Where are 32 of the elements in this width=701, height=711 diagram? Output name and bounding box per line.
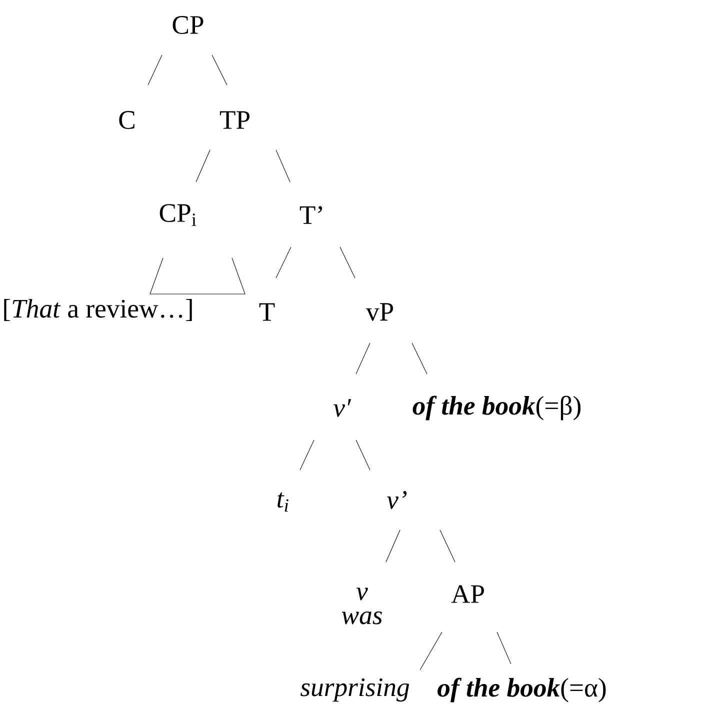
triangle-branch — [150, 258, 246, 294]
tree-label: v′ — [334, 399, 352, 417]
tree-label: v — [356, 588, 368, 600]
tree-label: [That a review…] — [4, 298, 192, 322]
branch-line — [496, 632, 512, 664]
tree-label: CP$_{i}$ — [160, 204, 196, 226]
branch-line — [356, 440, 370, 470]
branch-line — [212, 54, 228, 86]
branch-line — [386, 530, 400, 562]
branch-line — [440, 530, 456, 562]
word-label: was — [342, 611, 382, 624]
tree-label: v’ — [387, 491, 407, 509]
branch-line — [356, 342, 370, 374]
tree-label: vP — [366, 303, 394, 321]
branch-line — [340, 246, 356, 278]
tree-label: of the book(=β) — [412, 396, 580, 420]
tree-label: of the book(=α) — [438, 678, 606, 702]
tree-label: AP — [451, 585, 484, 603]
tree-label: t$_{i}$ — [278, 492, 288, 512]
tree-label: C — [119, 111, 134, 129]
branch-line — [148, 54, 162, 86]
tree-label: surprising — [300, 678, 410, 702]
tree-label: CP — [172, 16, 204, 34]
tree-label: TP — [220, 111, 250, 129]
branch-line — [420, 632, 442, 670]
branch-line — [412, 342, 428, 374]
branch-line — [196, 150, 210, 182]
branch-line — [276, 150, 290, 182]
branch-line — [276, 246, 292, 278]
tree-label: T’ — [300, 206, 322, 224]
branch-line — [300, 440, 314, 470]
tree-label: T — [259, 303, 275, 321]
